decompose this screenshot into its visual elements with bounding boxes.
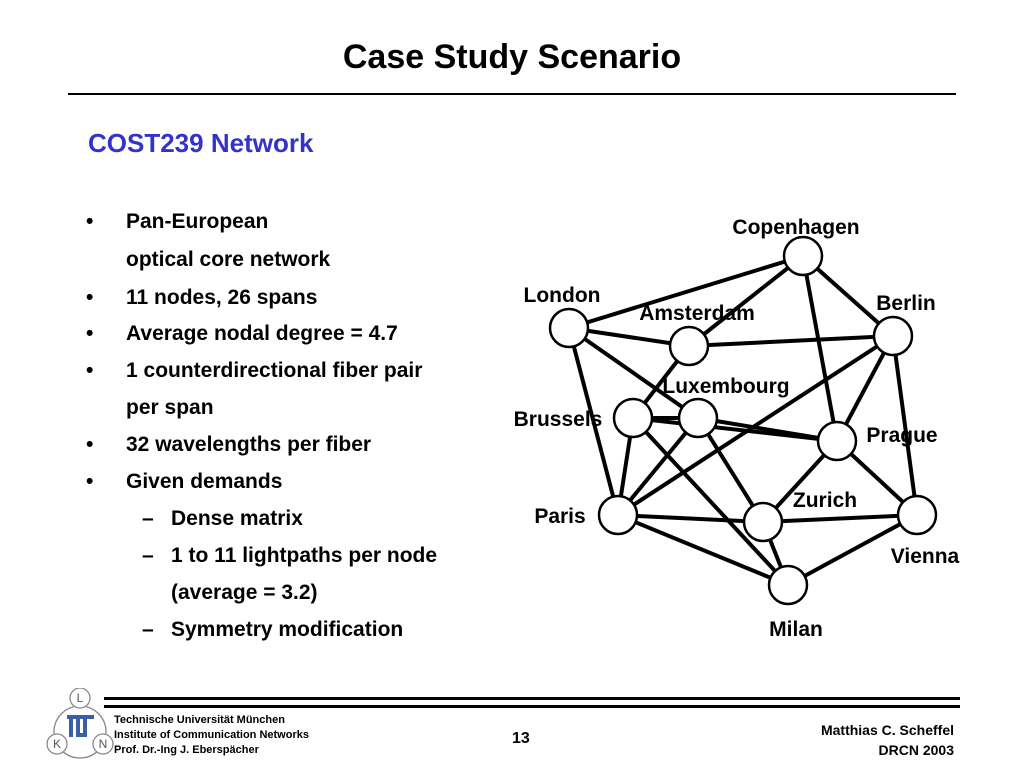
bullet-glyph: • <box>86 433 94 456</box>
span-london-luxembourg <box>567 326 700 420</box>
span-copenhagen-prague <box>801 255 839 442</box>
bullet-glyph: • <box>86 322 94 345</box>
node-label-berlin: Berlin <box>876 292 936 315</box>
bullet-item: 11 nodes, 26 spans <box>126 286 318 309</box>
page-number: 13 <box>512 730 530 747</box>
span-amsterdam-copenhagen <box>687 254 805 348</box>
footer-venue: DRCN 2003 <box>878 742 954 758</box>
node-milan <box>767 564 809 606</box>
dash-glyph: – <box>142 507 154 530</box>
node-label-zurich: Zurich <box>793 489 857 512</box>
span-brussels-milan <box>631 416 790 587</box>
span-london-copenhagen <box>568 254 804 330</box>
footer-divider-bottom <box>104 705 960 708</box>
bullet-item: Pan-European <box>126 210 269 233</box>
network-nodes <box>548 235 938 606</box>
logo-letter-l: L <box>77 691 84 705</box>
sub-bullet-item: 1 to 11 lightpaths per node <box>171 544 438 567</box>
node-vienna <box>896 494 938 536</box>
bullet-glyph: • <box>86 359 94 382</box>
span-paris-zurich <box>617 513 764 524</box>
logo-letter-n: N <box>99 737 108 751</box>
span-paris-milan <box>617 513 789 587</box>
node-label-prague: Prague <box>866 424 937 447</box>
node-label-london: London <box>524 284 601 307</box>
logo-letter-k: K <box>53 737 61 751</box>
bullet-item: 32 wavelengths per fiber <box>126 433 372 456</box>
slide-subtitle: COST239 Network <box>88 128 314 158</box>
node-label-amsterdam: Amsterdam <box>639 302 755 325</box>
footer-professor: Prof. Dr.-Ing J. Eberspächer <box>114 744 259 756</box>
bullet-item-continuation: per span <box>126 396 214 419</box>
title-divider <box>68 93 956 95</box>
tum-lkn-logo: L K N <box>46 688 114 759</box>
bullet-item: 1 counterdirectional fiber pair <box>126 359 423 382</box>
bullet-item: Given demands <box>126 470 283 493</box>
span-zurich-vienna <box>762 513 918 524</box>
span-luxembourg-prague <box>697 416 838 443</box>
node-label-brussels: Brussels <box>514 408 603 431</box>
sub-bullet-item: Symmetry modification <box>171 618 404 641</box>
node-luxembourg <box>677 397 719 439</box>
node-london <box>548 307 590 349</box>
bullet-glyph: • <box>86 470 94 493</box>
node-label-milan: Milan <box>769 618 823 641</box>
bullet-item: Average nodal degree = 4.7 <box>126 322 398 345</box>
span-berlin-vienna <box>891 335 919 516</box>
node-zurich <box>742 501 784 543</box>
footer-author: Matthias C. Scheffel <box>820 722 954 738</box>
node-label-paris: Paris <box>534 505 585 528</box>
span-amsterdam-berlin <box>688 334 894 348</box>
dash-glyph: – <box>142 618 154 641</box>
node-label-copenhagen: Copenhagen <box>732 216 859 239</box>
bullet-glyph: • <box>86 286 94 309</box>
node-prague <box>816 420 858 462</box>
node-brussels <box>612 397 654 439</box>
sub-bullet-item-continuation: (average = 3.2) <box>171 581 318 604</box>
footer-institute: Institute of Communication Networks <box>114 729 309 741</box>
footer-divider-top <box>104 697 960 700</box>
node-berlin <box>872 315 914 357</box>
dash-glyph: – <box>142 544 154 567</box>
sub-bullet-item: Dense matrix <box>171 507 303 530</box>
footer-university: Technische Universität München <box>114 714 285 726</box>
node-label-luxembourg: Luxembourg <box>662 375 789 398</box>
bullet-glyph: • <box>86 210 94 233</box>
bullet-item-continuation: optical core network <box>126 248 331 271</box>
span-london-paris <box>567 327 620 516</box>
span-vienna-milan <box>787 513 918 587</box>
node-label-vienna: Vienna <box>891 545 960 568</box>
node-amsterdam <box>668 325 710 367</box>
node-paris <box>597 494 639 536</box>
span-luxembourg-paris <box>616 416 700 517</box>
slide-title: Case Study Scenario <box>342 38 682 76</box>
node-copenhagen <box>782 235 824 277</box>
span-luxembourg-zurich <box>696 416 765 524</box>
